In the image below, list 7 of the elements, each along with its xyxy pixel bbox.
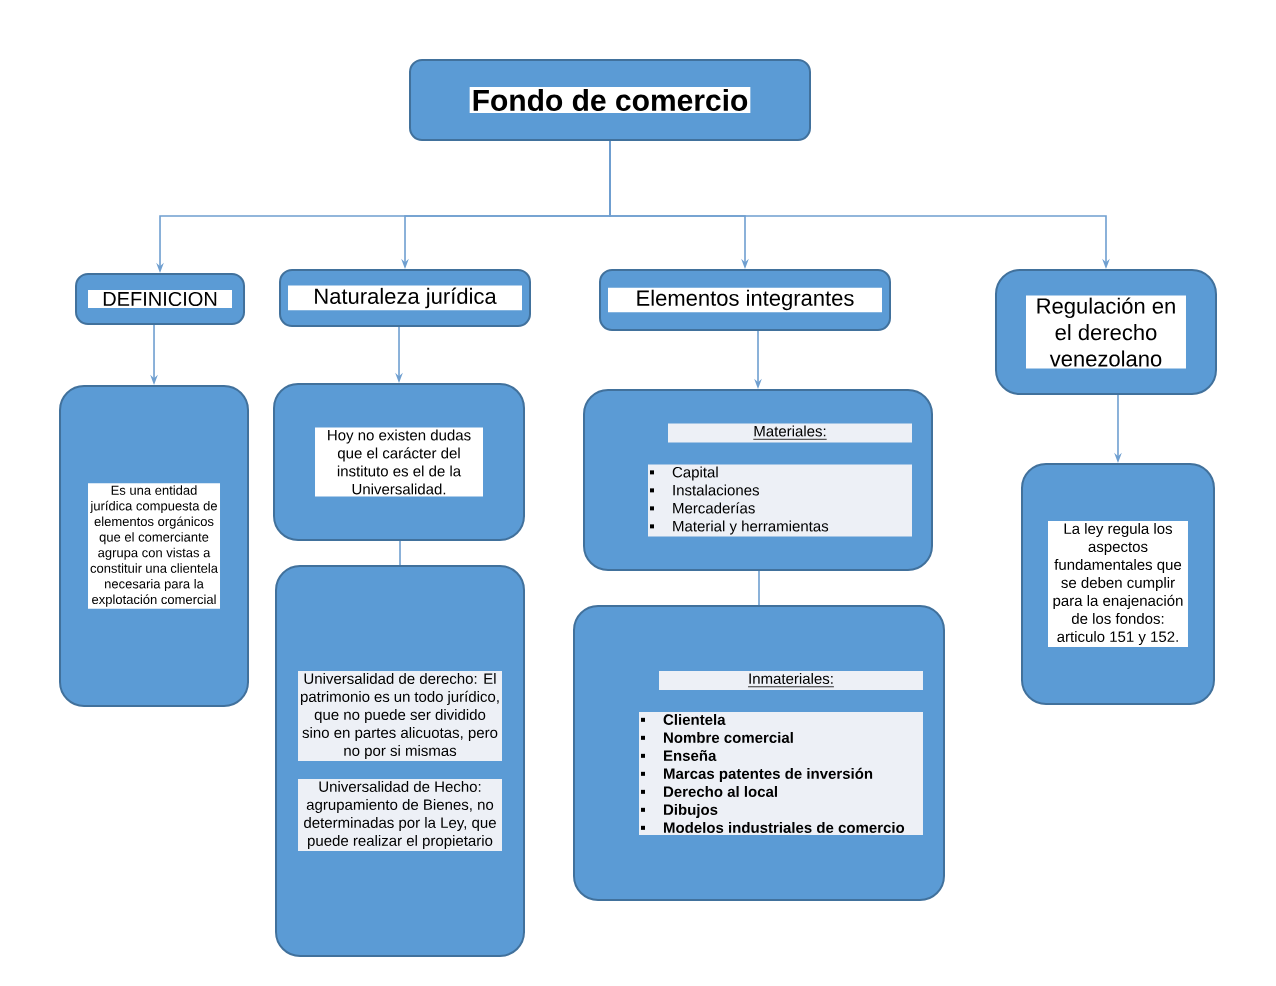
concept-box: Elementos integrantes (599, 269, 891, 331)
concept-box: Fondo de comercio (409, 59, 811, 141)
concept-box: Naturaleza jurídica (279, 269, 531, 327)
connector-line (758, 570, 760, 606)
concept-box: Regulación en el derecho venezolano (995, 269, 1217, 395)
connector-line (399, 540, 401, 566)
concept-box: DEFINICION (75, 273, 245, 325)
